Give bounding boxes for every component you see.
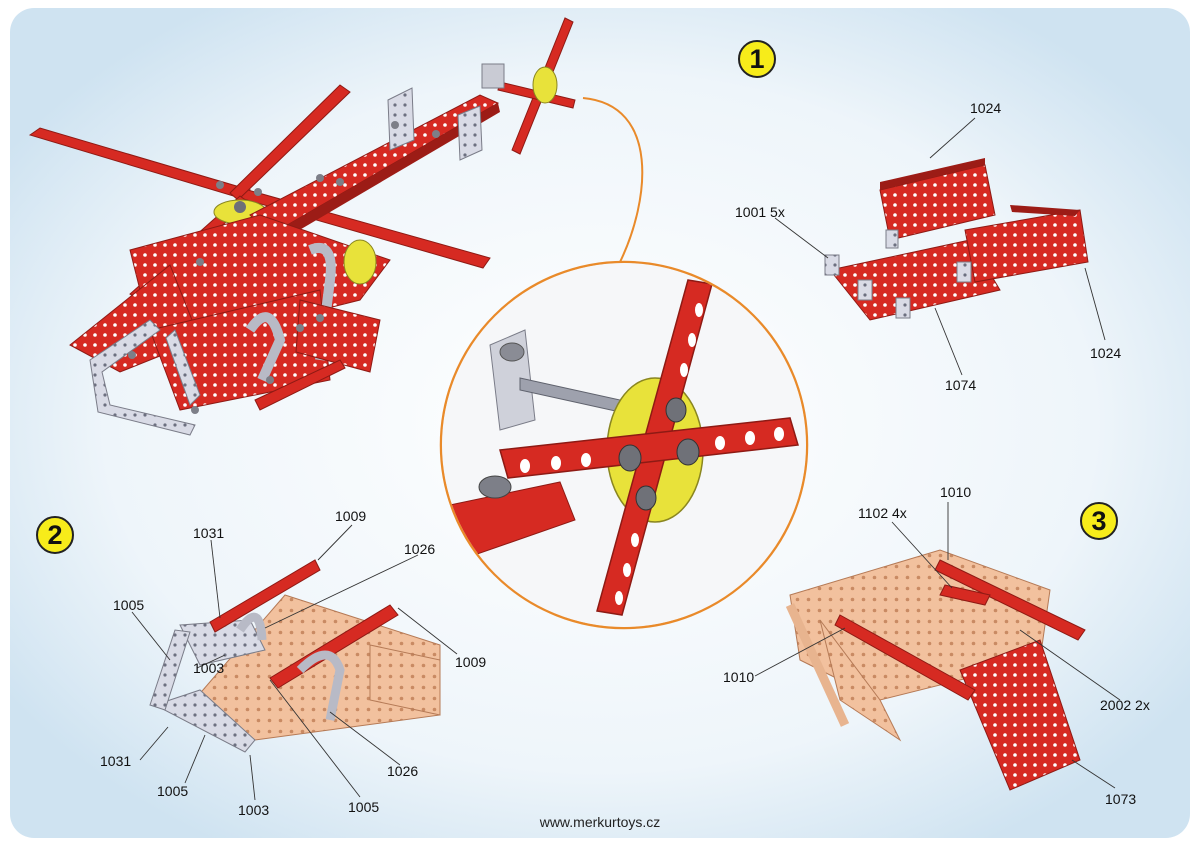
- step2-part-label: 1026: [387, 763, 419, 779]
- step2-part-label: 1009: [455, 654, 487, 670]
- step-1-badge: 1: [738, 40, 776, 78]
- callout-line: [582, 97, 644, 263]
- step3-part-label: 1010: [940, 484, 972, 500]
- step1-part-label: 1024: [970, 100, 1002, 116]
- helicopter-model: [28, 17, 576, 436]
- step1-part-label: 1074: [945, 377, 977, 393]
- step3-part-label: 2002 2x: [1100, 697, 1150, 713]
- step3-part-label: 1102 4x: [858, 505, 907, 521]
- footer-url: www.merkurtoys.cz: [539, 814, 661, 830]
- step3-part-label: 1073: [1105, 791, 1137, 807]
- zoom-detail: [439, 260, 809, 630]
- step2-assembly: [149, 559, 441, 753]
- step2-part-label: 1026: [404, 541, 436, 557]
- step1-assembly: [824, 158, 1089, 321]
- step2-part-label: 1005: [157, 783, 189, 799]
- step3-part-label: 1010: [723, 669, 755, 685]
- step2-part-label: 1003: [193, 660, 225, 676]
- step-2-badge: 2: [36, 516, 74, 554]
- step2-part-label: 1005: [348, 799, 380, 815]
- step2-part-label: 1003: [238, 802, 270, 818]
- step1-part-label: 1001 5x: [735, 204, 785, 220]
- step3-assembly: [785, 549, 1086, 791]
- step2-part-label: 1031: [100, 753, 132, 769]
- leader-lines: [131, 117, 1121, 801]
- step2-part-label: 1031: [193, 525, 225, 541]
- step1-part-label: 1024: [1090, 345, 1122, 361]
- step2-part-label: 1009: [335, 508, 367, 524]
- step-3-badge: 3: [1080, 502, 1118, 540]
- step2-part-label: 1005: [113, 597, 145, 613]
